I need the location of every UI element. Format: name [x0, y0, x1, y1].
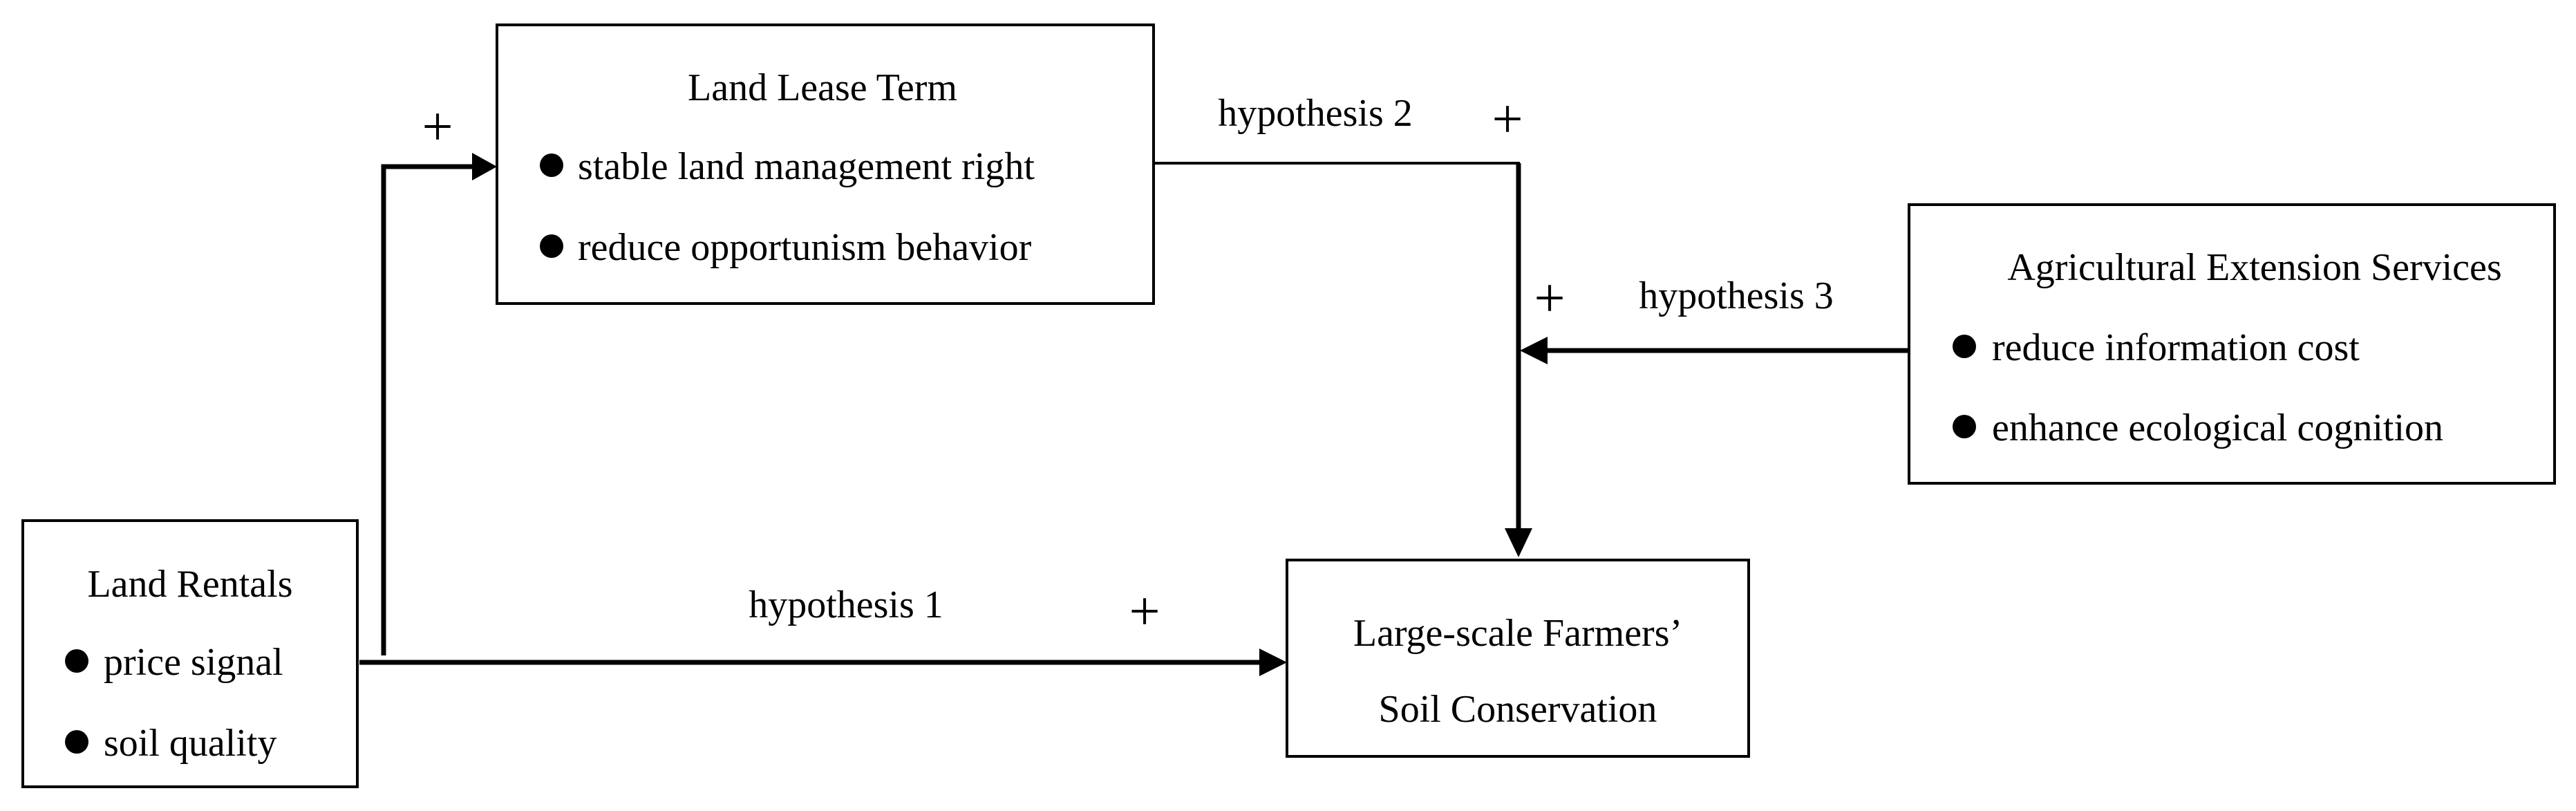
arrowhead-junction: [1520, 337, 1548, 364]
hypothesis-3-sign: +: [1534, 268, 1565, 329]
hypothesis-2-sign: +: [1492, 89, 1523, 150]
arrowhead-outcome-left: [1259, 649, 1287, 676]
land-rentals-item-1: price signal: [104, 641, 283, 684]
arrowhead-lease-term: [472, 153, 497, 180]
node-agricultural-extension-services: Agricultural Extension Services reduce i…: [1908, 203, 2556, 485]
agricultural-extension-item-2: enhance ecological cognition: [1992, 407, 2443, 449]
node-land-rentals: Land Rentals price signal soil quality: [21, 519, 359, 788]
land-rentals-item-2: soil quality: [104, 722, 276, 765]
hypothesis-1-label: hypothesis 1: [749, 584, 943, 626]
bullet-icon: [1953, 335, 1976, 358]
outcome-box: [1286, 559, 1750, 758]
land-lease-term-item-1: stable land management right: [578, 145, 1035, 188]
bullet-icon: [540, 234, 563, 258]
bullet-icon: [65, 649, 88, 673]
node-soil-conservation: Large-scale Farmers’ Soil Conservation: [1286, 559, 1750, 758]
bullet-icon: [540, 153, 563, 177]
outcome-title-line-2: Soil Conservation: [1379, 688, 1657, 731]
sign-rentals-to-lease: +: [422, 97, 453, 158]
hypothesis-2-label: hypothesis 2: [1218, 92, 1413, 135]
bullet-icon: [1953, 415, 1976, 438]
land-lease-term-box: [496, 24, 1155, 305]
land-lease-term-item-2: reduce opportunism behavior: [578, 226, 1032, 269]
bullet-icon: [65, 730, 88, 754]
hypothesis-1-sign: +: [1129, 581, 1160, 642]
agricultural-extension-item-1: reduce information cost: [1992, 326, 2360, 369]
arrowhead-outcome-top: [1505, 528, 1532, 557]
agricultural-extension-box: [1908, 203, 2556, 485]
connector-rentals-to-lease: [381, 164, 473, 655]
agricultural-extension-title: Agricultural Extension Services: [2007, 246, 2501, 289]
hypothesis-3-label: hypothesis 3: [1639, 274, 1834, 317]
land-lease-term-title: Land Lease Term: [688, 66, 957, 109]
node-land-lease-term: Land Lease Term stable land management r…: [496, 24, 1155, 305]
outcome-title-line-1: Large-scale Farmers’: [1353, 612, 1682, 655]
land-rentals-title: Land Rentals: [87, 563, 292, 606]
